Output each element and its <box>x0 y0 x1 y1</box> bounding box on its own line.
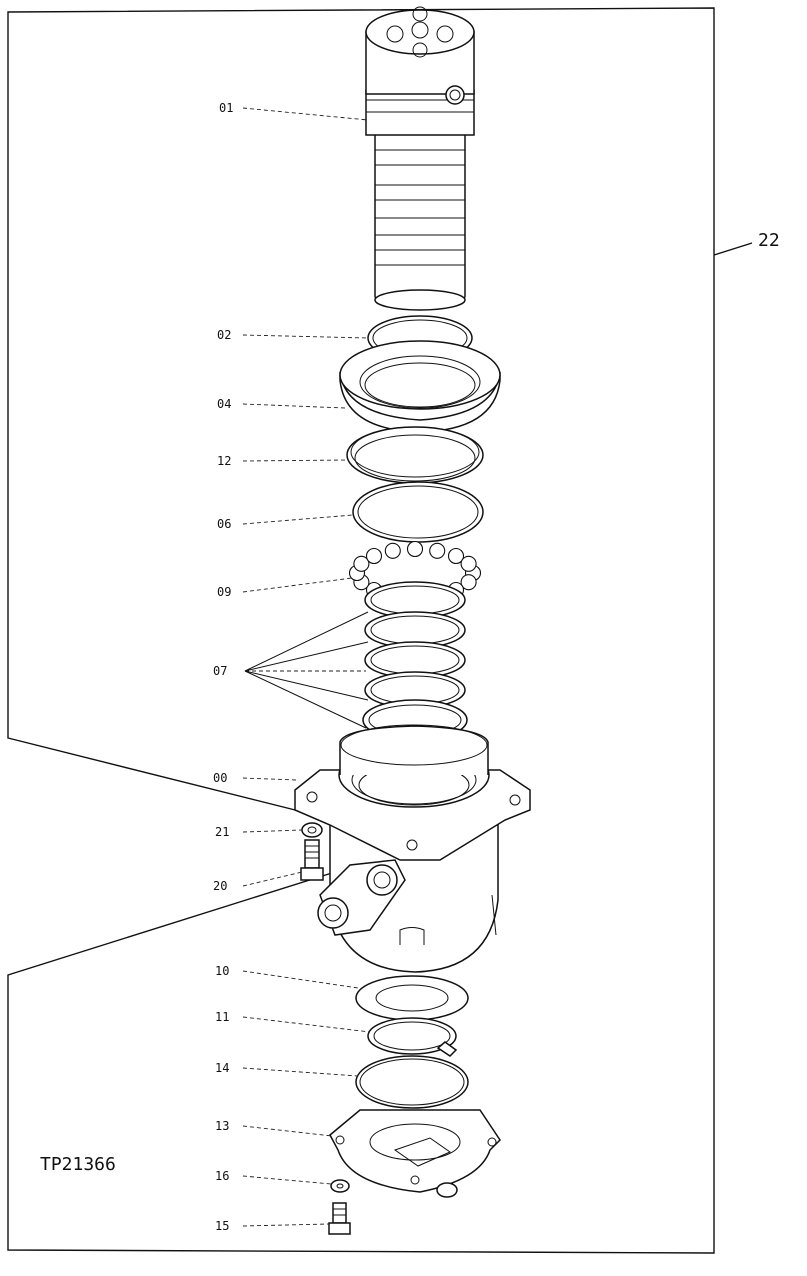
leader-13 <box>242 1125 333 1137</box>
part-thrust-plate <box>355 975 469 1021</box>
assembly-label-22: 22 <box>758 230 780 251</box>
part-label-12: 12 <box>217 454 231 468</box>
leader-20 <box>242 871 303 887</box>
leader-02 <box>242 334 369 339</box>
leader-06 <box>242 514 354 525</box>
part-label-07: 07 <box>213 664 227 678</box>
leader-00 <box>242 777 297 781</box>
part-label-20: 20 <box>213 879 227 893</box>
part-label-00: 00 <box>213 771 227 785</box>
leader-10 <box>242 970 359 989</box>
leader-07d <box>244 670 369 701</box>
bearing-ball <box>429 542 446 559</box>
leader-21 <box>242 829 303 833</box>
part-rotor-shaft <box>365 6 475 311</box>
part-label-13: 13 <box>215 1119 229 1133</box>
part-housing <box>294 724 531 973</box>
part-label-09: 09 <box>217 585 231 599</box>
part-label-04: 04 <box>217 397 231 411</box>
leader-15 <box>242 1223 330 1227</box>
leader-07b <box>244 641 369 672</box>
part-label-16: 16 <box>215 1169 229 1183</box>
leader-12 <box>242 459 348 462</box>
part-snap-ring <box>367 1017 458 1057</box>
part-label-14: 14 <box>215 1061 229 1075</box>
part-o-ring-14 <box>355 1055 469 1109</box>
assembly-boundary <box>7 7 715 1254</box>
leader-04 <box>242 403 346 409</box>
bearing-ball <box>353 555 370 572</box>
part-label-01: 01 <box>219 101 233 115</box>
part-seal-rings <box>362 581 468 741</box>
part-ring-06 <box>352 481 484 543</box>
bearing-ball <box>447 547 465 565</box>
bearing-ball <box>365 547 383 565</box>
bearing-ball <box>460 574 477 591</box>
part-ring-12 <box>346 426 484 484</box>
part-label-06: 06 <box>217 517 231 531</box>
bearing-ball <box>460 555 477 572</box>
part-seal-plate <box>339 340 501 433</box>
part-washer-21 <box>301 822 323 838</box>
figure-id: TP21366 <box>40 1154 116 1175</box>
part-bolt-20 <box>300 839 324 881</box>
leader-07a <box>244 611 369 672</box>
part-label-21: 21 <box>215 825 229 839</box>
leader-14 <box>242 1067 359 1077</box>
part-washer-16 <box>330 1179 350 1193</box>
leader-11 <box>242 1016 371 1033</box>
part-label-11: 11 <box>215 1010 229 1024</box>
leader-16 <box>242 1175 332 1185</box>
part-label-10: 10 <box>215 964 229 978</box>
part-bolt-15 <box>328 1202 351 1235</box>
bearing-ball <box>384 542 401 559</box>
part-label-15: 15 <box>215 1219 229 1233</box>
assembly-leader-22 <box>713 242 753 256</box>
bearing-ball <box>406 540 424 558</box>
leader-01 <box>242 107 369 121</box>
part-label-02: 02 <box>217 328 231 342</box>
part-cover <box>329 1109 501 1198</box>
leader-07e <box>244 670 367 729</box>
leader-09 <box>242 577 353 593</box>
